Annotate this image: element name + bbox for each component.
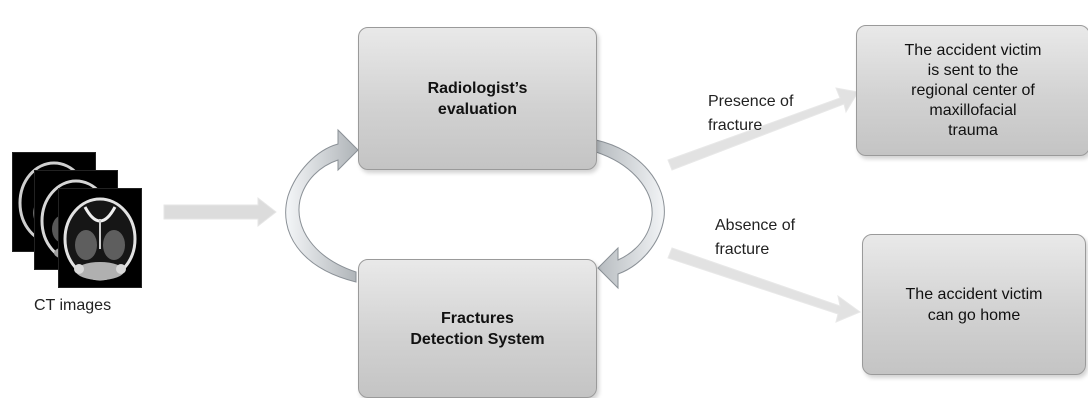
fractures-detection-system-box: Fractures Detection System (358, 259, 597, 398)
go-home-outcome-box: The accident victim can go home (862, 234, 1086, 375)
ct-image-front (58, 188, 142, 288)
input-arrow (163, 196, 277, 228)
ct-images-caption: CT images (34, 297, 112, 314)
referral-outcome-box: The accident victim is sent to the regio… (856, 25, 1088, 156)
absence-arrow (667, 247, 862, 323)
presence-of-fracture-label: Presence of fracture (708, 93, 794, 134)
presence-arrow (667, 87, 859, 171)
cycle-arrow-up (285, 128, 359, 283)
absence-of-fracture-label: Absence of fracture (715, 217, 796, 258)
cycle-arrow-down (595, 139, 665, 290)
radiologist-evaluation-box: Radiologist’s evaluation (358, 27, 597, 170)
